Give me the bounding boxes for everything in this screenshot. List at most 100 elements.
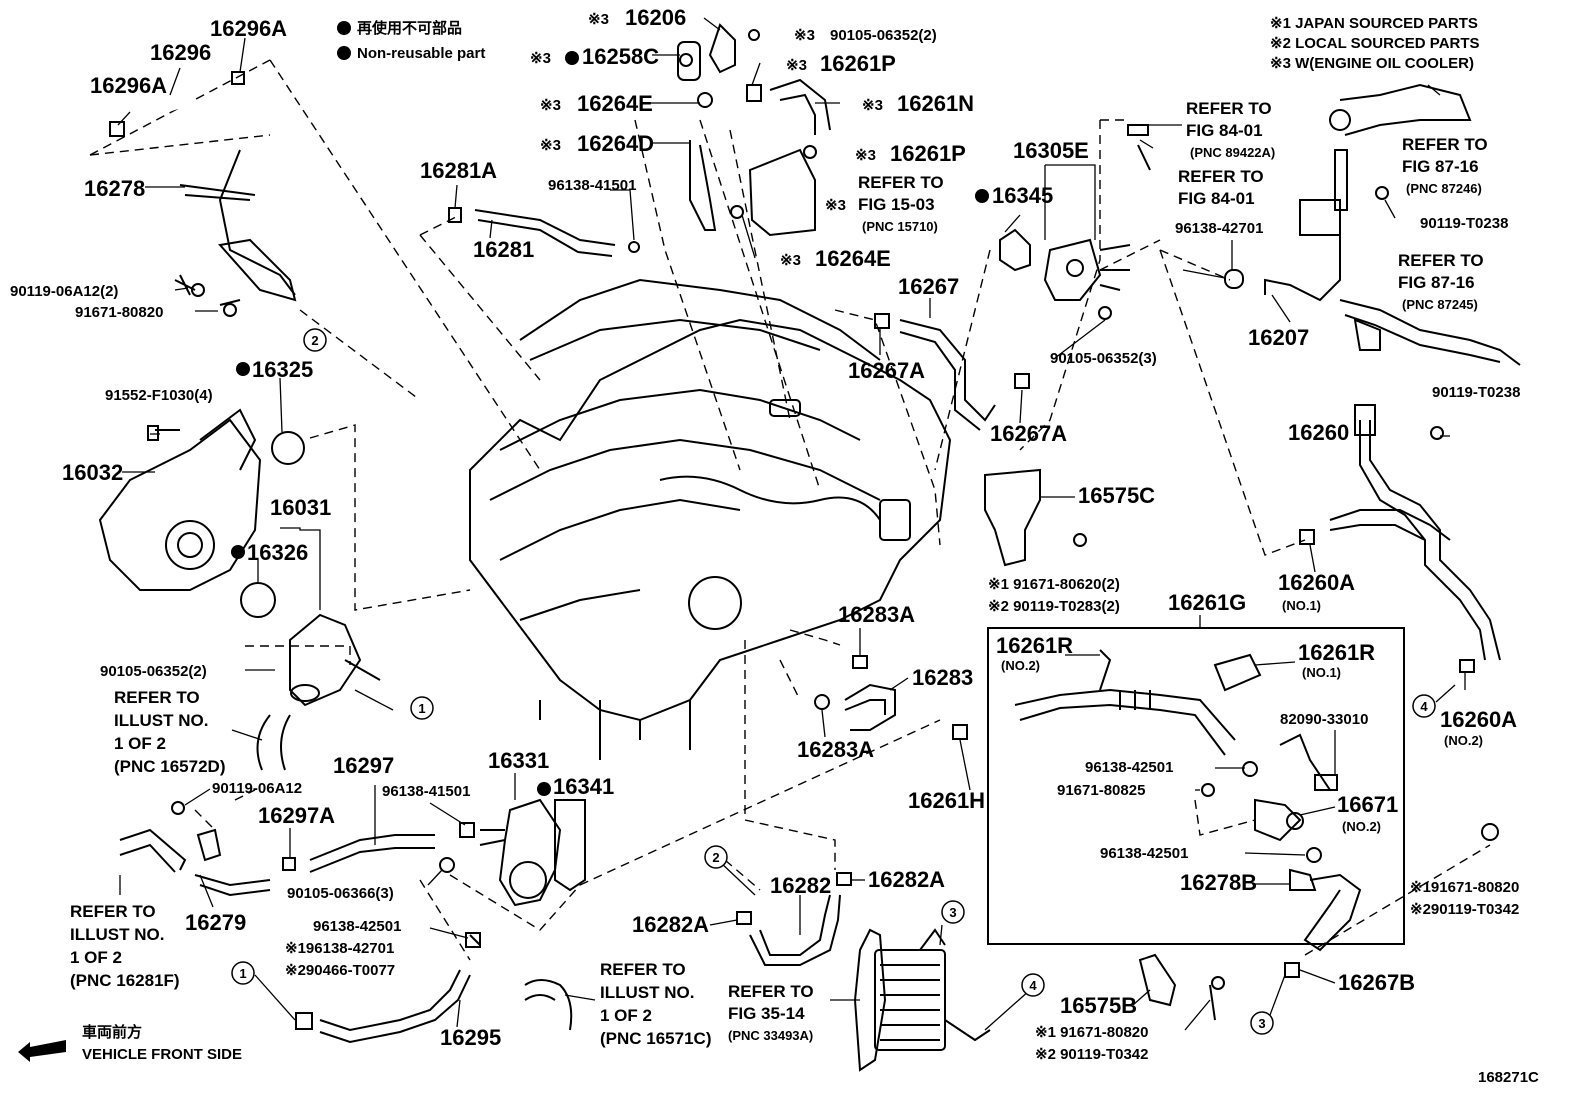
- label-16326: 16326: [247, 540, 308, 565]
- figure-id: 168271C: [1478, 1069, 1539, 1086]
- label-96138-41501-top: 96138-41501: [548, 177, 636, 194]
- label-16267A-b: 16267A: [990, 421, 1067, 446]
- ref-87-16-a-line1: REFER TO: [1402, 135, 1488, 154]
- label-90105-06366-3: 90105-06366(3): [287, 885, 394, 902]
- label-16207: 16207: [1248, 325, 1309, 350]
- callout-1-a: 1: [418, 701, 425, 716]
- callout-4-b: 4: [1420, 699, 1428, 714]
- ref-16572d-line3: 1 OF 2: [114, 734, 166, 753]
- ref-84-01-b-line1: REFER TO: [1178, 167, 1264, 186]
- label-16261G: 16261G: [1168, 590, 1246, 615]
- label-96138-42701-bottom: ※196138-42701: [285, 940, 394, 957]
- label-16267B: 16267B: [1338, 970, 1415, 995]
- label-96138-41501-bottom: 96138-41501: [382, 783, 470, 800]
- ref-84-01-a-line2: FIG 84-01: [1186, 121, 1263, 140]
- ref-87-16-b-line1: REFER TO: [1398, 251, 1484, 270]
- label-16260A-2: 16260A: [1440, 707, 1517, 732]
- label-16282A-b: 16282A: [632, 912, 709, 937]
- ref-87-16-a-line3: (PNC 87246): [1406, 181, 1482, 196]
- solid-leaders: [117, 17, 1466, 1031]
- label-16260A-2-sub: (NO.2): [1444, 733, 1483, 748]
- label-16267A-a: 16267A: [848, 358, 925, 383]
- label-90466-T0077: ※290466-T0077: [285, 962, 395, 979]
- label-90119-T0238-a: 90119-T0238: [1420, 215, 1508, 232]
- ref-16571c-line2: ILLUST NO.: [600, 983, 694, 1002]
- callout-2-a: 2: [311, 333, 318, 348]
- label-91671-80620-2: ※1 91671-80620(2): [988, 576, 1120, 593]
- legend-top-right: ※1 JAPAN SOURCED PARTS ※2 LOCAL SOURCED …: [1270, 15, 1480, 72]
- label-96138-42501-b: 96138-42501: [1100, 845, 1188, 862]
- label-16261H: 16261H: [908, 788, 985, 813]
- label-16260A-1-sub: (NO.1): [1282, 598, 1321, 613]
- label-91671-80820-right: ※191671-80820: [1410, 879, 1519, 896]
- label-16296A-top: 16296A: [210, 16, 287, 41]
- ref-87-16-b-line2: FIG 87-16: [1398, 273, 1475, 292]
- callout-4-a: 4: [1029, 978, 1037, 993]
- label-90119-06A12: 90119-06A12: [212, 780, 302, 797]
- dot-16258C: [565, 51, 579, 65]
- label-16261N: 16261N: [897, 91, 974, 116]
- footer: 車両前方 VEHICLE FRONT SIDE 168271C: [82, 1023, 1539, 1086]
- legend-dot-jp: [337, 21, 351, 35]
- x3-90105-top: ※3: [794, 27, 815, 44]
- label-16671: 16671: [1337, 792, 1398, 817]
- ref-15-03-line3: (PNC 15710): [862, 219, 938, 234]
- label-16341: 16341: [553, 774, 614, 799]
- label-16282A-a: 16282A: [868, 867, 945, 892]
- legend-top-left: 再使用不可部品 Non-reusable part: [357, 19, 485, 62]
- x3-fig15-03: ※3: [825, 197, 846, 214]
- label-16261R-no2: 16261R: [996, 633, 1073, 658]
- ref-84-01-a-line3: (PNC 89422A): [1190, 145, 1275, 160]
- label-90119-T0238-b: 90119-T0238: [1432, 384, 1520, 401]
- reference-notes: REFER TO FIG 84-01 (PNC 89422A) REFER TO…: [70, 99, 1488, 1048]
- x3-16261P-a: ※3: [786, 57, 807, 74]
- ref-16281f-line4: (PNC 16281F): [70, 971, 180, 990]
- label-16264E-a: 16264E: [577, 91, 653, 116]
- dot-16345: [975, 189, 989, 203]
- callout-1-b: 1: [239, 966, 246, 981]
- label-82090-33010: 82090-33010: [1280, 711, 1368, 728]
- legend-dot-en: [337, 46, 351, 60]
- part-labels: 16296A 16296 16296A 16278 90119-06A12(2)…: [10, 5, 1520, 1063]
- label-16261R-no2-sub: (NO.2): [1001, 658, 1040, 673]
- ref-16281f-line2: ILLUST NO.: [70, 925, 164, 944]
- label-16331: 16331: [488, 748, 549, 773]
- label-16260: 16260: [1288, 420, 1349, 445]
- label-16671-sub: (NO.2): [1342, 819, 1381, 834]
- label-16575B: 16575B: [1060, 993, 1137, 1018]
- label-16278B: 16278B: [1180, 870, 1257, 895]
- callout-2-b: 2: [712, 850, 719, 865]
- label-16305E: 16305E: [1013, 138, 1089, 163]
- x3-16264D: ※3: [540, 137, 561, 154]
- label-90119-T0342-bottom: ※2 90119-T0342: [1035, 1046, 1149, 1063]
- ref-15-03-line1: REFER TO: [858, 173, 944, 192]
- x3-16264E-b: ※3: [780, 252, 801, 269]
- label-16278: 16278: [84, 176, 145, 201]
- label-16258C: 16258C: [582, 44, 659, 69]
- ref-16572d-line4: (PNC 16572D): [114, 757, 226, 776]
- label-16283A-b: 16283A: [797, 737, 874, 762]
- label-91671-80825: 91671-80825: [1057, 782, 1145, 799]
- ref-35-14-line2: FIG 35-14: [728, 1004, 805, 1023]
- label-16345: 16345: [992, 183, 1053, 208]
- vehicle-front-arrow-icon: [18, 1040, 66, 1062]
- label-90105-06352-2-left: 90105-06352(2): [100, 663, 207, 680]
- vehicle-front-en: VEHICLE FRONT SIDE: [82, 1046, 242, 1063]
- legend-note-3: ※3 W(ENGINE OIL COOLER): [1270, 55, 1474, 72]
- x3-16264E-a: ※3: [540, 97, 561, 114]
- label-16283A-a: 16283A: [838, 602, 915, 627]
- circled-callouts: 2 1 2 1 3 4 4 3: [231, 328, 1436, 1035]
- x3-16261N: ※3: [862, 97, 883, 114]
- label-16261P-b: 16261P: [890, 141, 966, 166]
- label-16282: 16282: [770, 873, 831, 898]
- ref-16571c-line1: REFER TO: [600, 960, 686, 979]
- legend-jp: 再使用不可部品: [357, 19, 462, 37]
- x3-16261P-b: ※3: [855, 147, 876, 164]
- label-91671-80820-left: 91671-80820: [75, 304, 163, 321]
- ref-16572d-line1: REFER TO: [114, 688, 200, 707]
- ref-15-03-line2: FIG 15-03: [858, 195, 935, 214]
- ref-87-16-b-line3: (PNC 87245): [1402, 297, 1478, 312]
- dot-16326: [231, 545, 245, 559]
